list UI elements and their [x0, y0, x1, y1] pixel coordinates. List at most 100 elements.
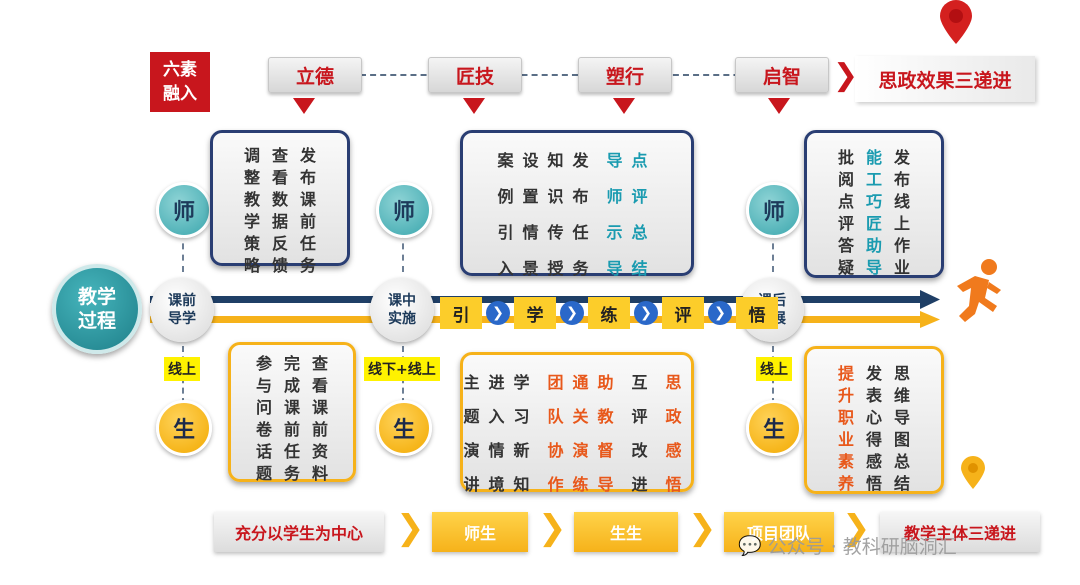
card-char: 教: [243, 190, 260, 209]
card-char: 课: [312, 398, 329, 417]
project-team-box: 项目团队: [724, 512, 834, 552]
chevron-right-icon: ❯: [688, 508, 717, 548]
card-char: 课: [300, 190, 317, 209]
card-char: 任: [283, 442, 300, 461]
card-char: 图: [894, 430, 911, 449]
card-row-plain2: 互: [631, 373, 657, 392]
virtue-lide: 立德: [268, 57, 362, 93]
card-char: 与: [255, 376, 272, 395]
card-phrase: 发表心得感悟: [865, 363, 882, 493]
card-row: 案设知发导点: [497, 147, 656, 171]
teacher-node: 师: [376, 182, 432, 238]
card-phrase: 参与问卷话题: [255, 353, 272, 483]
card-char: 业: [837, 430, 854, 449]
card-char: 升: [837, 386, 854, 405]
card-row-accent2: 思: [665, 373, 691, 392]
card-char: 学: [243, 212, 260, 231]
connector: [182, 232, 184, 272]
down-arrow-icon: [463, 98, 485, 114]
mode-tag-online: 线上: [164, 357, 200, 381]
card-row-plain: 主进学: [463, 373, 539, 392]
card-char: 反: [271, 234, 288, 253]
step-1: 引: [440, 297, 482, 329]
step-4: 评: [662, 297, 704, 329]
card-row-accent: 导点: [606, 151, 657, 170]
card-row-plain: 演情新: [463, 441, 539, 460]
student-node: 生: [376, 400, 432, 456]
stage-pre-class: 课前导学: [150, 278, 214, 342]
card-char: 上: [894, 214, 911, 233]
card-char: 据: [271, 212, 288, 231]
student-node: 生: [746, 400, 802, 456]
card-char: 巧: [865, 192, 882, 211]
teacher-node: 师: [156, 182, 212, 238]
stage-in-class: 课中实施: [370, 278, 434, 342]
arrow-right-icon: ❯: [708, 301, 732, 325]
arrow-right-icon: ❯: [634, 301, 658, 325]
card-char: 料: [312, 464, 329, 483]
card-char: 答: [837, 236, 854, 255]
card-char: 得: [865, 430, 882, 449]
card-phrase: 思维导图总结: [894, 363, 911, 493]
integration-tag: 六素 融入: [150, 52, 210, 112]
card-char: 前: [300, 212, 317, 231]
mode-tag-online: 线上: [756, 357, 792, 381]
card-char: 调: [243, 146, 260, 165]
card-char: 思: [894, 364, 911, 383]
card-row: 引情传任示总: [497, 219, 656, 243]
learning-steps: 引❯学❯练❯评❯悟: [440, 297, 778, 329]
card-char: 布: [300, 168, 317, 187]
card-char: 策: [243, 234, 260, 253]
card-phrase: 提升职业素养: [837, 363, 854, 493]
card-phrase: 完成课前任务: [283, 353, 300, 483]
card-row-accent: 作练导: [547, 475, 623, 494]
card-char: 疑: [837, 258, 854, 277]
card-row-accent: 示总: [606, 223, 657, 242]
card-char: 布: [894, 170, 911, 189]
card-phrase: 发布线上作业: [894, 147, 911, 277]
card-char: 查: [312, 354, 329, 373]
card-row: 演情新协演督改感: [463, 437, 690, 461]
card-char: 职: [837, 408, 854, 427]
card-phrase: 查看课前资料: [312, 353, 329, 483]
card-phrase: 批阅点评答疑: [837, 147, 854, 277]
card-char: 馈: [271, 256, 288, 275]
card-char: 成: [283, 376, 300, 395]
watermark: 💬 公众号 · 教科研脑洞汇: [738, 535, 957, 558]
card-char: 数: [271, 190, 288, 209]
card-char: 结: [894, 474, 911, 493]
card-row: 主进学团通助互思: [463, 369, 690, 393]
card-char: 点: [837, 192, 854, 211]
card-row-plain: 案设知发: [497, 151, 598, 170]
card-char: 维: [894, 386, 911, 405]
card-char: 导: [894, 408, 911, 427]
card-row-plain: 入景授务: [497, 259, 598, 278]
card-char: 查: [271, 146, 288, 165]
card-char: 发: [865, 364, 882, 383]
subject-progression-box: 教学主体三递进: [880, 512, 1040, 552]
mode-tag-blended: 线下+线上: [364, 357, 440, 381]
card-char: 助: [865, 236, 882, 255]
card-phrase: 能工巧匠助导: [865, 147, 882, 277]
in-class-teacher-card: 案设知发导点例置识布师评引情传任示总入景授务导结: [460, 130, 694, 278]
arrow-right-icon: ❯: [560, 301, 584, 325]
post-class-teacher-card: 发布线上作业能工巧匠助导批阅点评答疑: [804, 130, 944, 278]
card-char: 完: [283, 354, 300, 373]
card-char: 评: [837, 214, 854, 233]
card-phrase: 调整教学策略: [243, 145, 260, 275]
card-char: 整: [243, 168, 260, 187]
card-char: 话: [255, 442, 272, 461]
in-class-student-card: 主进学团通助互思题入习队关教评政演情新协演督改感讲境知作练导进悟: [460, 352, 694, 494]
connector: [402, 232, 404, 272]
card-char: 卷: [255, 420, 272, 439]
card-char: 批: [837, 148, 854, 167]
card-row-accent2: 悟: [665, 475, 691, 494]
card-char: 工: [865, 170, 882, 189]
runner-icon: [957, 259, 1001, 322]
chevron-right-icon: ❯: [833, 58, 859, 93]
card-row-accent: 师评: [606, 187, 657, 206]
card-char: 表: [865, 386, 882, 405]
card-char: 看: [312, 376, 329, 395]
card-char: 看: [271, 168, 288, 187]
card-char: 导: [865, 258, 882, 277]
